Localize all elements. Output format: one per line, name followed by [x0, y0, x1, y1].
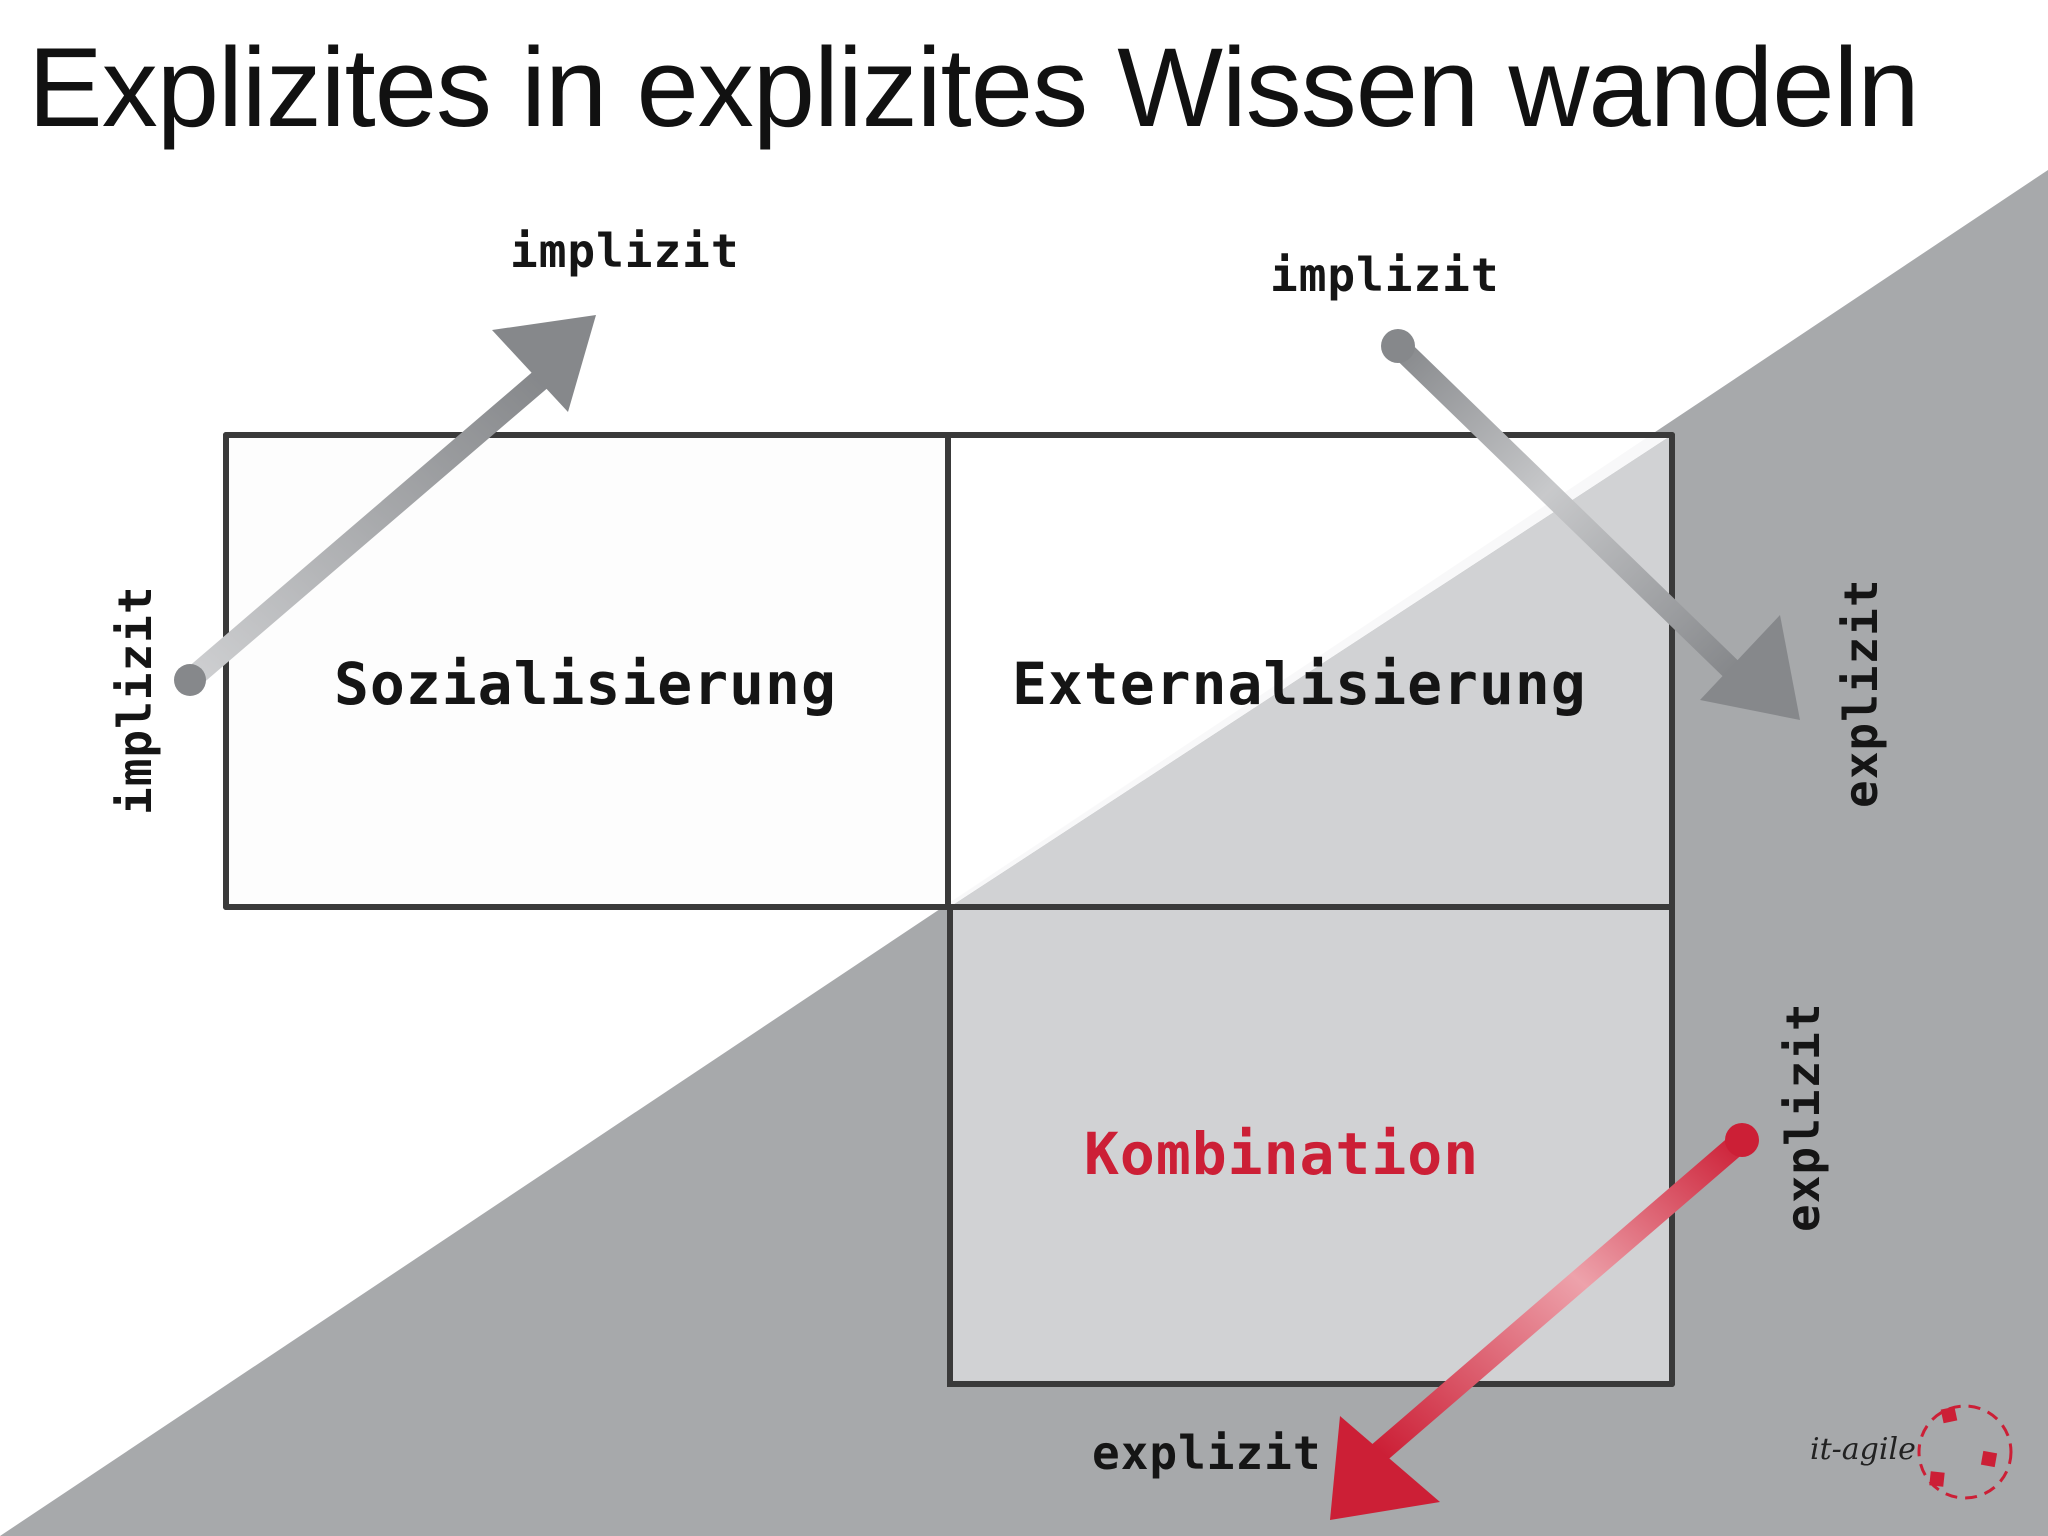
quadrant-label-externalisierung: Externalisierung	[1012, 650, 1587, 718]
arrow-implicit-explicit-icon	[1381, 329, 1800, 720]
label-implizit-top-right: implizit	[1270, 248, 1500, 302]
arrow-explicit-explicit-icon	[1330, 1123, 1759, 1520]
page-title: Explizites in explizites Wissen wandeln	[28, 25, 1920, 150]
label-implizit-left: implizit	[108, 585, 162, 815]
quadrant-sozialisierung-box	[226, 435, 948, 907]
quadrant-label-sozialisierung: Sozialisierung	[334, 650, 837, 718]
arrow-implicit-implicit-icon	[174, 315, 596, 696]
label-explizit-bottom: explizit	[1092, 1426, 1322, 1480]
label-explizit-bottom-right: explizit	[1776, 1002, 1830, 1232]
it-agile-logo-text: it-agile	[1810, 1432, 1916, 1467]
label-explizit-right: explizit	[1834, 578, 1888, 808]
quadrant-label-kombination: Kombination	[1084, 1120, 1480, 1188]
label-implizit-top-left: implizit	[510, 224, 740, 278]
it-agile-logo-icon	[1917, 1404, 2013, 1500]
quadrant-externalisierung-shade	[950, 435, 1672, 907]
